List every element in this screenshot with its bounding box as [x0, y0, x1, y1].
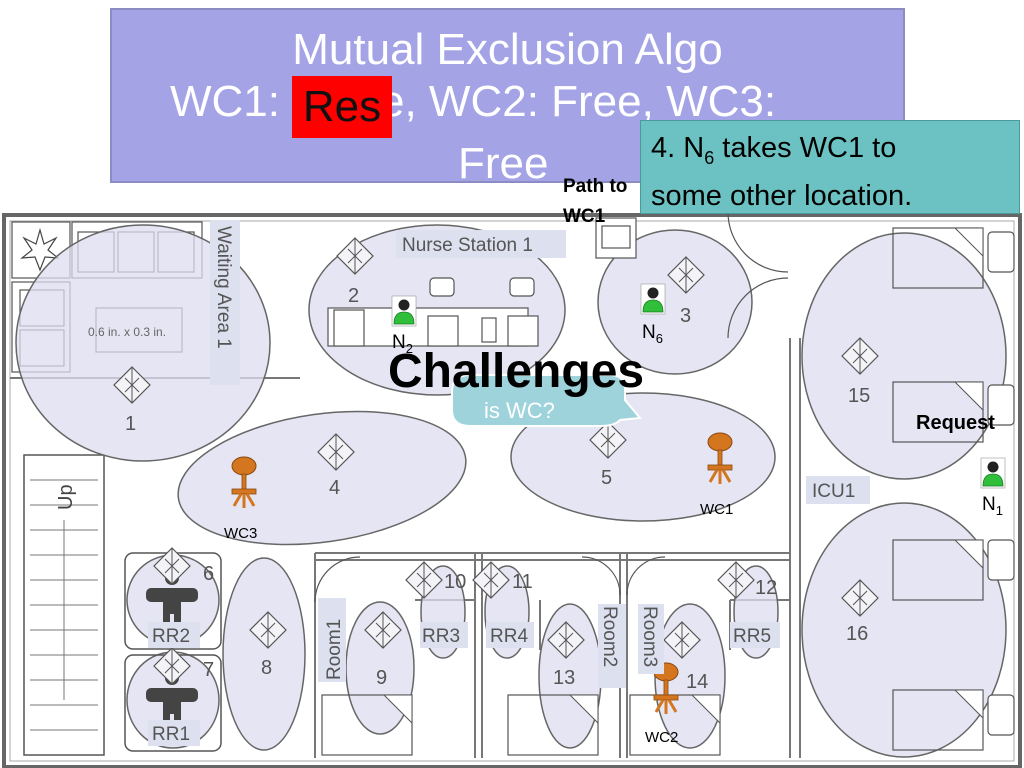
wc3-label: WC3: [224, 525, 257, 542]
nurse-station-label: Nurse Station 1: [402, 235, 533, 256]
zone-4: [177, 410, 467, 546]
nurse-station-equipment: [327, 217, 637, 347]
nurse-labels: N2 N6 N1: [392, 322, 1003, 518]
step-note-box: 4. N6 takes WC1 to some other location.: [640, 120, 1020, 214]
zone-1: [15, 224, 271, 462]
zones: [15, 224, 1007, 758]
nurse-icon: [640, 283, 666, 315]
zone-number: 8: [261, 657, 272, 679]
zone-number: 11: [512, 571, 533, 593]
rr2-label: RR2: [152, 626, 190, 647]
path-label-line1: Path to: [563, 176, 628, 197]
zone-number: 3: [680, 305, 691, 327]
zone-number: 4: [329, 477, 340, 499]
zone-number: 1: [125, 413, 136, 435]
step-note-line2: some other location.: [651, 179, 913, 212]
wc1-label: WC1: [700, 501, 733, 518]
path-to-wc1-label: Path to WC1: [563, 172, 627, 232]
title-status-text: e, WC2: Free, WC3:: [380, 77, 777, 126]
room1-label: Room1: [324, 619, 345, 680]
step-note-sub: 6: [704, 147, 715, 168]
rr3-label: RR3: [422, 626, 460, 647]
room3-label: Room3: [639, 606, 660, 667]
title-wc1-prefix: WC1:: [170, 77, 280, 126]
zone-number: 13: [553, 667, 575, 689]
icu-label: ICU1: [812, 481, 855, 502]
zone-number: 16: [846, 623, 868, 645]
nurse-icon: [980, 457, 1006, 489]
zone-number: 12: [755, 577, 777, 599]
title-box: Mutual Exclusion Algo WC1: e, WC2: Free, …: [110, 8, 905, 188]
table-size-label: 0.6 in. x 0.3 in.: [88, 325, 166, 339]
wc2-label: WC2: [645, 729, 678, 746]
zone-number: 14: [686, 671, 708, 693]
zone-numbers: 1 2 3 4 5 6 7 8 9 10 11 12 13 14 15 16: [125, 285, 870, 693]
svg-text:N6: N6: [642, 322, 663, 346]
zone-number: 2: [348, 285, 359, 307]
challenges-label: Challenges: [388, 345, 645, 398]
star-plant-icon: [20, 227, 60, 272]
request-label: Request: [916, 412, 995, 434]
zone-8: [222, 557, 306, 751]
rr5-label: RR5: [733, 626, 771, 647]
svg-text:N1: N1: [982, 494, 1003, 518]
svg-text:N2: N2: [392, 332, 413, 356]
icu-cabinets: [987, 231, 1015, 736]
zone-15: [801, 232, 1007, 480]
waiting-area-label: Waiting Area 1: [213, 226, 234, 349]
zone-number: 7: [203, 659, 214, 681]
stairs: [23, 454, 105, 756]
rr1-label: RR1: [152, 724, 190, 745]
title-line-1: Mutual Exclusion Algo: [292, 25, 723, 74]
title-line-3: Free: [458, 139, 549, 188]
speech-bubble: [451, 374, 642, 427]
title-line-2: WC1: e, WC2: Free, WC3:: [112, 76, 903, 128]
stairs-up-label: Up: [55, 484, 77, 510]
zone-number: 10: [444, 571, 466, 593]
step-note-rest: takes WC1 to: [714, 132, 897, 164]
res-highlight-box: Res: [292, 76, 392, 138]
wheelchair-labels: WC1 WC2 WC3: [224, 501, 733, 746]
zone-number: 5: [601, 467, 612, 489]
zone-number: 6: [203, 563, 214, 585]
nurse-icon: [391, 295, 417, 327]
zone-16: [801, 502, 1007, 758]
doors: [314, 211, 789, 603]
step-note-prefix: 4. N: [651, 132, 705, 164]
zone-number: 9: [376, 667, 387, 689]
bubble-text: is WC?: [484, 398, 555, 423]
rr4-label: RR4: [490, 626, 528, 647]
room2-label: Room2: [599, 606, 620, 667]
zone-number: 15: [848, 385, 870, 407]
zone-3: [597, 229, 753, 375]
path-label-line2: WC1: [563, 206, 606, 227]
